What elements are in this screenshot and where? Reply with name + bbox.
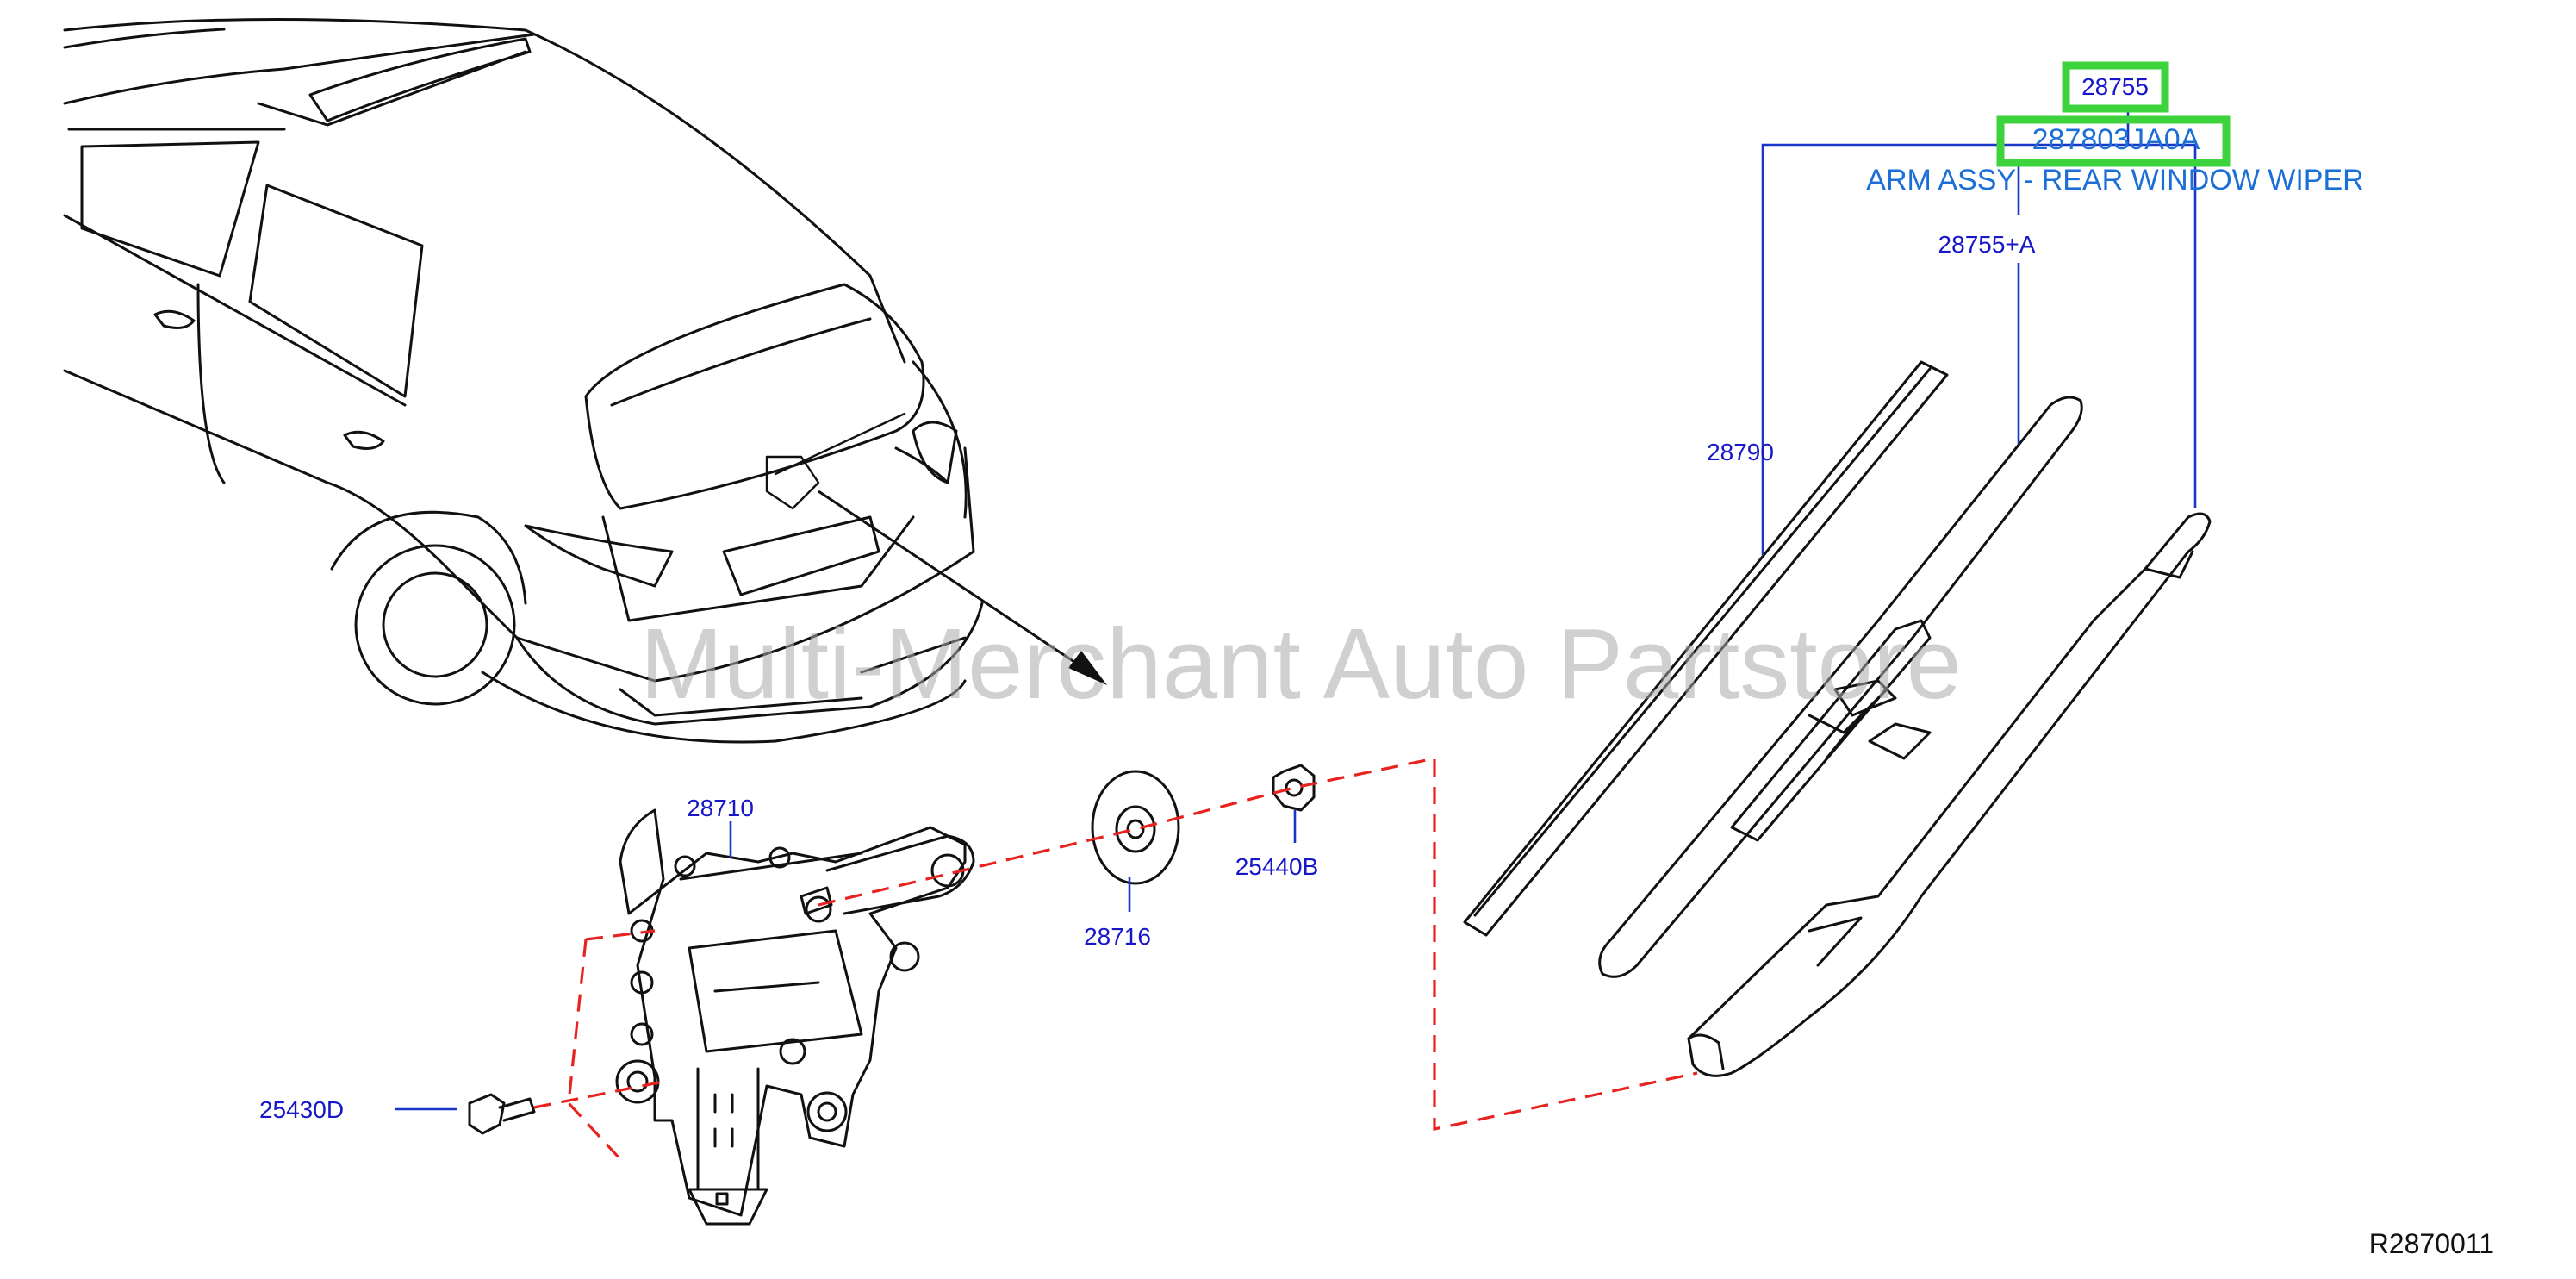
arm-assy-illustration	[1687, 512, 2212, 1077]
part-number-label: 287803JA0A	[2032, 123, 2200, 156]
vehicle-illustration	[63, 18, 984, 744]
assembly-guides	[533, 757, 1698, 1161]
reference-code: R2870011	[2369, 1228, 2494, 1259]
highlight-box-28755	[2062, 61, 2169, 113]
diagram-title: ARM ASSY - REAR WINDOW WIPER	[1866, 164, 2363, 197]
callout-28755-a: 28755+A	[1938, 231, 2036, 258]
callout-28716: 28716	[1084, 923, 1151, 950]
callout-28790: 28790	[1707, 439, 1774, 465]
nut-illustration	[1272, 764, 1316, 812]
callout-28755: 28755	[2081, 73, 2149, 100]
blade-illustration	[1463, 360, 1949, 937]
callout-25430d: 25430D	[259, 1096, 344, 1123]
highlight-box-part-number	[1996, 115, 2231, 167]
detail-arrow	[818, 490, 1107, 685]
blade-assy-illustration	[1598, 396, 2083, 978]
wiper-motor-illustration	[615, 808, 975, 1226]
callout-28710: 28710	[687, 795, 754, 821]
labels: 28755 287803JA0A ARM ASSY - REAR WINDOW …	[259, 61, 2494, 1259]
leader-lines	[395, 109, 2197, 1111]
watermark: Multi-Merchant Auto Partstore	[640, 608, 1962, 720]
bolt-illustration	[468, 1093, 536, 1135]
callout-25440b: 25440B	[1235, 853, 1319, 880]
cap-illustration	[1091, 770, 1180, 885]
